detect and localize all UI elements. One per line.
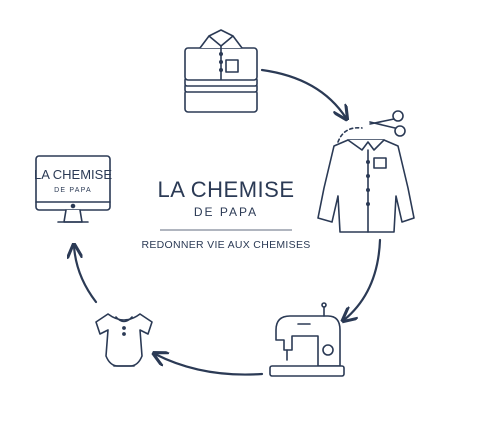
baby-bodysuit-icon	[95, 313, 153, 367]
arrow-baby-to-screen	[74, 246, 98, 304]
arrow-stack-to-cut	[260, 68, 346, 118]
brand-subtitle: DE PAPA	[194, 205, 258, 219]
screen-logo-title: LA CHEMISE	[34, 167, 112, 182]
arrow-cut-to-sew	[344, 238, 382, 320]
shirt-with-scissors-icon	[317, 110, 415, 233]
folded-shirts-stack-icon	[184, 29, 258, 113]
screen-logo-subtitle: DE PAPA	[54, 187, 92, 194]
brand-tagline: REDONNER VIE AUX CHEMISES	[141, 239, 310, 251]
computer-monitor-icon	[35, 155, 111, 223]
arrow-sew-to-baby	[155, 354, 264, 376]
brand-title: LA CHEMISE	[157, 177, 294, 202]
sewing-machine-icon	[269, 302, 345, 377]
